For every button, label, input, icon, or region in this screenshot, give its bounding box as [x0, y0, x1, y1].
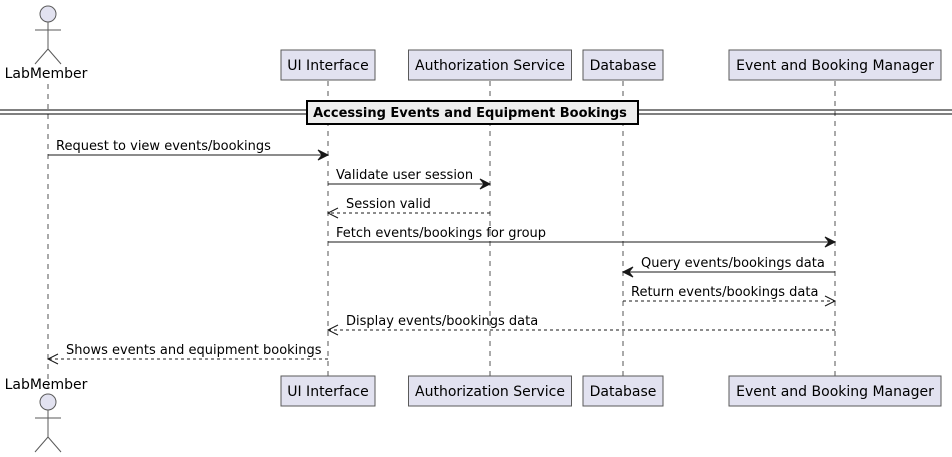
message-1: Request to view events/bookings: [48, 139, 330, 161]
participant-label: UI Interface: [287, 384, 369, 400]
open-arrowhead: [824, 295, 837, 307]
message-3: Session valid: [326, 197, 490, 219]
message-5: Query events/bookings data: [621, 256, 835, 278]
open-arrowhead: [326, 324, 339, 336]
participant-label-bottom: LabMember: [5, 377, 88, 393]
actor-top-icon: [34, 5, 62, 65]
message-label: Request to view events/bookings: [56, 139, 271, 154]
message-label: Fetch events/bookings for group: [336, 226, 546, 241]
message-2: Validate user session: [328, 168, 492, 190]
participant-box-ebm-top: Event and Booking Manager: [728, 49, 942, 81]
participant-label: Database: [590, 384, 657, 400]
participant-box-ebm-bottom: Event and Booking Manager: [728, 375, 942, 407]
participant-box-auth-top: Authorization Service: [408, 49, 572, 81]
message-label: Shows events and equipment bookings: [66, 343, 322, 358]
participant-label: Event and Booking Manager: [736, 58, 934, 74]
open-arrowhead: [326, 207, 339, 219]
filled-arrowhead: [479, 178, 492, 190]
participant-box-ui-top: UI Interface: [280, 49, 376, 81]
participant-label: Authorization Service: [415, 384, 565, 400]
filled-arrowhead: [621, 266, 634, 278]
participant-box-ui-bottom: UI Interface: [280, 375, 376, 407]
message-label: Return events/bookings data: [631, 285, 818, 300]
participant-label: UI Interface: [287, 58, 369, 74]
participant-box-db-top: Database: [582, 49, 664, 81]
message-4: Fetch events/bookings for group: [328, 226, 837, 248]
participant-box-auth-bottom: Authorization Service: [408, 375, 572, 407]
message-label: Validate user session: [336, 168, 473, 183]
participant-label: Event and Booking Manager: [736, 384, 934, 400]
message-label: Session valid: [346, 197, 431, 212]
participant-label: Authorization Service: [415, 58, 565, 74]
filled-arrowhead: [824, 236, 837, 248]
participant-label-top: LabMember: [5, 66, 88, 82]
open-arrowhead: [46, 353, 59, 365]
actor-bottom-icon: [34, 393, 62, 453]
group-divider: Accessing Events and Equipment Bookings: [0, 100, 952, 125]
filled-arrowhead: [317, 149, 330, 161]
message-label: Query events/bookings data: [641, 256, 825, 271]
divider-label: Accessing Events and Equipment Bookings: [313, 106, 627, 121]
message-8: Shows events and equipment bookings: [46, 343, 328, 365]
participant-box-db-bottom: Database: [582, 375, 664, 407]
message-6: Return events/bookings data: [623, 285, 837, 307]
participant-label: Database: [590, 58, 657, 74]
message-label: Display events/bookings data: [346, 314, 538, 329]
message-7: Display events/bookings data: [326, 314, 835, 336]
